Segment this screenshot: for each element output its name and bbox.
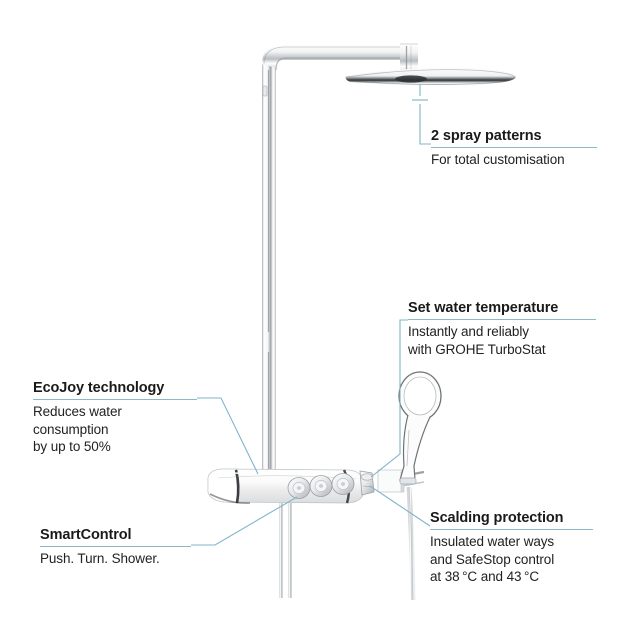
- callout-heading: 2 spray patterns: [431, 128, 542, 144]
- callout-body: Reduces water consumption by up to 50%: [33, 404, 122, 454]
- leader-line-spray: [419, 84, 431, 145]
- leader-line-smartcontrol: [191, 496, 298, 546]
- callout-underline: [408, 319, 596, 320]
- hand-shower: [398, 371, 442, 485]
- callout-underline: [33, 399, 197, 400]
- callout-heading: Set water temperature: [408, 300, 559, 316]
- leader-line-temperature: [370, 319, 408, 478]
- control-button[interactable]: [287, 477, 311, 499]
- callout-heading: EcoJoy technology: [33, 380, 165, 396]
- temperature-knob[interactable]: [359, 470, 375, 496]
- callout-underline: [430, 529, 593, 530]
- callout-spray-patterns: 2 spray patterns For total customisation: [431, 128, 597, 169]
- leader-lines: [191, 84, 431, 546]
- shower-arm: [262, 43, 418, 72]
- callout-ecojoy-technology: EcoJoy technology Reduces water consumpt…: [33, 380, 197, 456]
- callout-underline: [40, 546, 191, 547]
- leader-line-ecojoy: [197, 397, 259, 475]
- thermostat-bar: [207, 468, 375, 504]
- callout-body: Instantly and reliably with GROHE TurboS…: [408, 324, 546, 357]
- leader-line-scalding: [369, 485, 431, 527]
- callout-body: Push. Turn. Shower.: [40, 551, 160, 566]
- callout-heading: Scalding protection: [430, 510, 564, 526]
- shower-hose: [406, 486, 416, 601]
- control-button[interactable]: [309, 475, 333, 497]
- outlet-pipes: [279, 503, 292, 598]
- callout-scalding-protection: Scalding protection Insulated water ways…: [430, 510, 593, 586]
- riser-rail: [262, 64, 276, 472]
- callout-set-water-temperature: Set water temperature Instantly and reli…: [408, 300, 596, 358]
- callout-underline: [431, 147, 597, 148]
- callout-smartcontrol: SmartControl Push. Turn. Shower.: [40, 527, 191, 568]
- callout-body: Insulated water ways and SafeStop contro…: [430, 534, 555, 584]
- shower-head: [345, 67, 516, 86]
- callout-heading: SmartControl: [40, 527, 132, 543]
- callout-body: For total customisation: [431, 152, 565, 167]
- control-button[interactable]: [331, 473, 355, 495]
